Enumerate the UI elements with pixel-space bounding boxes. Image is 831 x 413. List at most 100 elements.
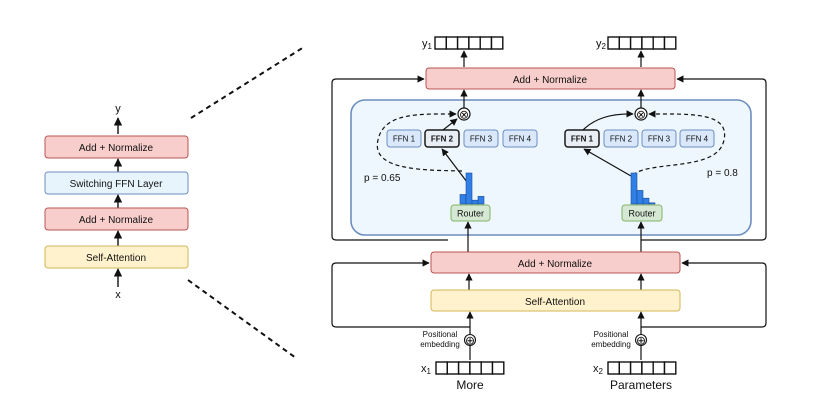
router-histogram-2: [630, 172, 656, 205]
bottom-add-normalize-box: [430, 251, 681, 274]
output-vector-2-cells: [607, 36, 677, 50]
residual-loop-left-upper: [331, 75, 448, 241]
gate-dashed-path-2: [632, 110, 726, 176]
input-vector-1-cells: [435, 361, 505, 375]
expert-2-1-box: [564, 129, 600, 148]
left-switching-ffn-box: [44, 171, 189, 195]
input-vector-2-cell: [663, 361, 677, 375]
top-add-normalize-label: Add + Normalize: [513, 75, 588, 86]
output-vector-2-cell: [629, 36, 643, 50]
input-vector-2-cells: [607, 361, 677, 375]
histogram-bar: [471, 199, 479, 205]
input-token-2-word: Parameters: [610, 378, 672, 392]
gate-probability-2: p = 0.8: [707, 168, 738, 179]
arrow-expert-to-multiply-2: [582, 110, 634, 131]
router-histogram-1: [459, 172, 485, 205]
arrow-router-to-expert-1: [441, 148, 468, 183]
expert-1-1-label: FFN 1: [393, 135, 416, 144]
left-add-normalize-bottom: Add + Normalize: [44, 207, 189, 231]
expert-1-4-box: [502, 129, 538, 148]
output-vector-2: y2: [596, 36, 677, 51]
moe-panel: [350, 99, 752, 236]
output-vector-1-cells: [434, 36, 504, 50]
right-self-attention-label: Self-Attention: [525, 297, 585, 308]
expert-2-4-box: [679, 129, 715, 148]
positional-add-node-1: [463, 333, 477, 347]
left-input-label: x: [115, 289, 121, 301]
output-vector-1: y1: [422, 36, 504, 51]
expert-1-3-label: FFN 3: [470, 135, 493, 144]
expert-1-2-label: FFN 2: [431, 135, 454, 144]
router-1-box: [450, 204, 491, 222]
expert-2-2-box: [603, 129, 639, 148]
left-self-attention: Self-Attention: [44, 245, 189, 269]
left-add-normalize-top-label: Add + Normalize: [79, 143, 154, 154]
output-vector-2-label: y2: [596, 38, 607, 51]
residual-loop-right-upper: [641, 75, 767, 241]
positional-add-node-2: [634, 333, 648, 347]
arrow-router-to-expert-2: [583, 148, 632, 177]
expert-2-3-box: [641, 129, 677, 148]
output-vector-1-label: y1: [422, 38, 433, 51]
output-vector-1-cell: [479, 36, 493, 50]
input-vector-1-label: x1: [421, 363, 432, 376]
output-vector-2-cell: [618, 36, 632, 50]
residual-loop-left-lower: [331, 259, 470, 328]
bottom-add-normalize-label: Add + Normalize: [518, 259, 593, 270]
input-vector-1-cell: [435, 361, 449, 375]
residual-loop-right-lower: [641, 259, 767, 328]
input-vector-1-cell: [469, 361, 482, 375]
left-add-normalize-bottom-box: [44, 207, 189, 231]
arrow-expert-to-multiply-1: [442, 118, 458, 131]
output-vector-1-cell: [434, 36, 448, 50]
expert-1-3-box: [463, 129, 499, 148]
router-2-box: [621, 204, 663, 222]
multiply-symbol-1: ⊗: [459, 108, 469, 122]
zoom-guide-top: [190, 46, 305, 119]
expert-2-2-label: FFN 2: [610, 135, 633, 144]
output-vector-1-cell: [445, 36, 459, 50]
top-add-normalize: Add + Normalize: [425, 67, 676, 90]
input-vector-1-cell: [457, 361, 471, 375]
top-add-normalize-box: [425, 67, 676, 90]
output-vector-2-cell: [652, 36, 666, 50]
histogram-bar: [465, 172, 473, 205]
input-vector-2-cell: [607, 361, 621, 375]
output-vector-2-cell: [663, 36, 677, 50]
histogram-bar: [642, 197, 650, 205]
output-vector-1-cell: [468, 36, 481, 50]
left-add-normalize-top: Add + Normalize: [44, 135, 189, 159]
output-vector-1-cell: [456, 36, 470, 50]
right-self-attention: Self-Attention: [430, 289, 681, 312]
expert-2-1-label: FFN 1: [571, 135, 594, 144]
expert-1-1-box: [386, 129, 422, 148]
positional-add-symbol-1: ⊕: [465, 334, 475, 348]
input-vector-2-cell: [641, 361, 654, 375]
input-vector-1-cell: [480, 361, 494, 375]
router-1-label: Router: [457, 209, 484, 219]
left-self-attention-label: Self-Attention: [86, 253, 146, 264]
input-vector-2-cell: [618, 361, 632, 375]
histogram-bar: [648, 202, 656, 205]
left-block: y Add + Normalize Switching FFN Layer Ad…: [44, 103, 189, 301]
left-add-normalize-top-box: [44, 135, 189, 159]
left-self-attention-box: [44, 245, 189, 269]
router-2-label: Router: [628, 209, 655, 219]
histogram-bar: [477, 196, 485, 205]
zoom-guide-bottom: [187, 279, 297, 359]
left-add-normalize-bottom-label: Add + Normalize: [79, 215, 154, 226]
input-vector-2-label: x2: [593, 363, 604, 376]
gate-probability-1: p = 0.65: [364, 173, 401, 184]
expert-2-4-label: FFN 4: [686, 135, 709, 144]
right-block: y1 y2 Add + Normalize FFN 1 FFN 2 FFN 3 FFN…: [331, 36, 767, 392]
left-switching-ffn-label: Switching FFN Layer: [70, 179, 163, 190]
input-vector-1-cell: [446, 361, 460, 375]
